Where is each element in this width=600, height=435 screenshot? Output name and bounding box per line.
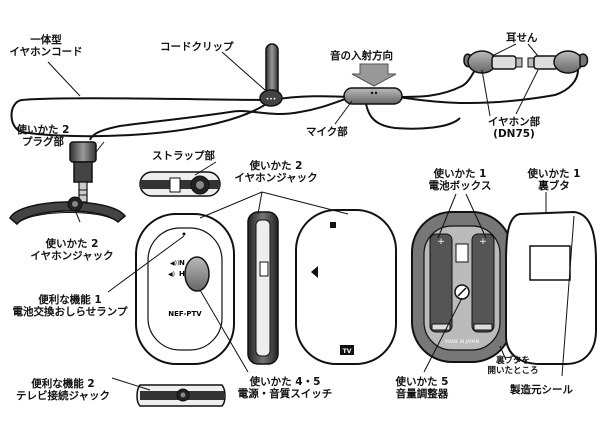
maker-seal-label: 製造元シール [510, 384, 573, 396]
mic-label: マイク部 [306, 126, 348, 138]
device-open-back: + + MADE IN JAPAN [411, 211, 513, 363]
device-side [247, 211, 279, 365]
device-front: ◀)) N ◀) H NEF-PTV [135, 213, 235, 365]
plug [69, 141, 97, 203]
cord-clip-label: コードクリップ [160, 41, 234, 53]
device-edge-view [136, 384, 226, 407]
switch-h-label: H [179, 270, 185, 278]
microphone-unit [343, 87, 403, 105]
earphone-left [463, 50, 523, 74]
model-number: NEF-PTV [168, 310, 202, 318]
sound-direction-arrow [351, 63, 397, 87]
svg-text:+: + [479, 237, 487, 247]
svg-text:•••: ••• [266, 96, 277, 103]
cord-clip: ••• [259, 43, 283, 107]
leader-lines [47, 43, 575, 391]
sound-direction-label: 音の入射方向 [330, 50, 393, 62]
back-cover [505, 210, 597, 365]
cover-opened-label: 裏ブタを開いたところ [487, 356, 539, 376]
switch-n-label: N [179, 259, 185, 267]
made-in-mark: MADE IN JAPAN [445, 339, 479, 345]
svg-text:◀)): ◀)) [170, 260, 179, 267]
device-bottom-view [9, 196, 127, 226]
earphone-right [527, 50, 589, 74]
device-top-view [139, 171, 221, 197]
earplug-label: 耳せん [506, 32, 538, 44]
strap-label: ストラップ部 [152, 150, 215, 162]
device-back: TV [295, 209, 397, 365]
earphone-cord [10, 61, 579, 141]
svg-text:+: + [437, 237, 445, 247]
integrated-cord-label: 一体型イヤホンコード [9, 34, 83, 58]
earphone-label: イヤホン部(DN75) [487, 116, 541, 140]
tv-mark: TV [343, 348, 352, 355]
svg-text:◀): ◀) [168, 271, 175, 278]
